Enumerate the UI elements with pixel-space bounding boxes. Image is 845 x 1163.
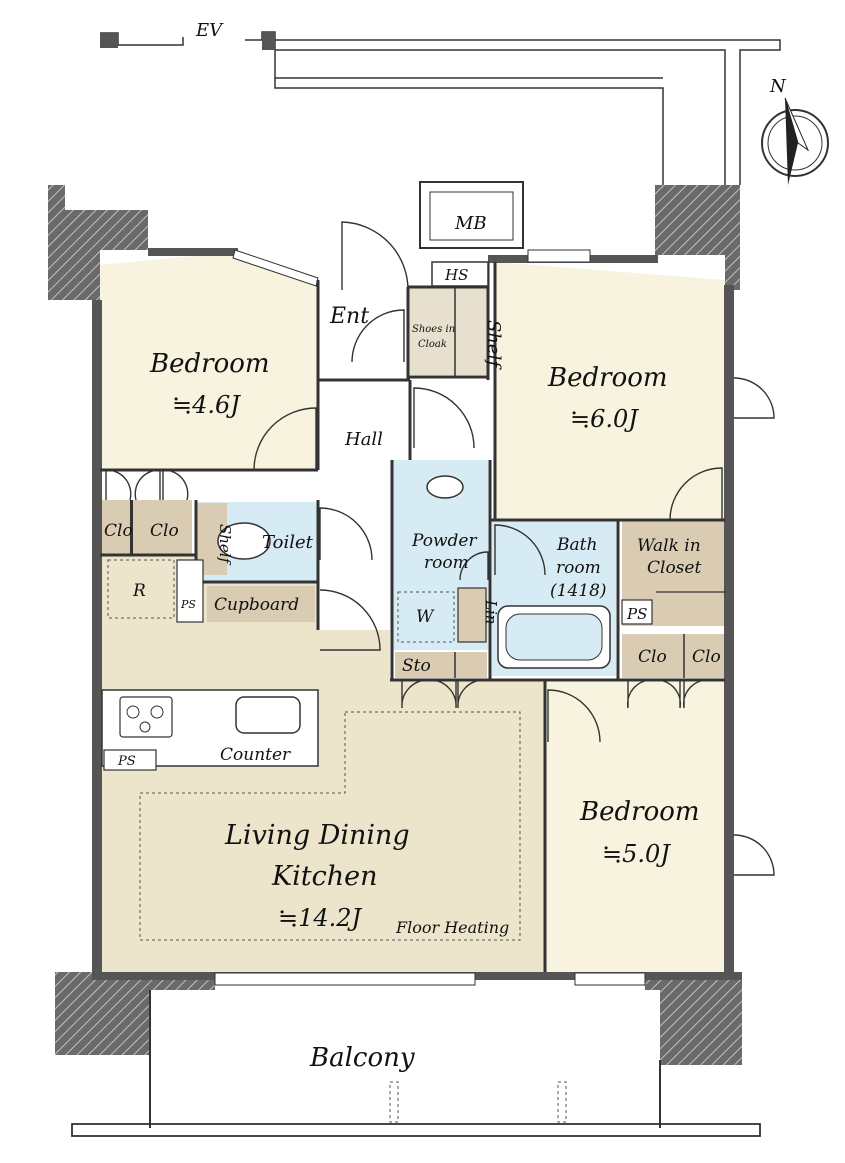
label-walk-in-2: Closet xyxy=(647,558,701,578)
label-ps-1: PS xyxy=(180,598,196,611)
label-bedroom-nw: Bedroom xyxy=(149,349,270,379)
label-ps-2: PS xyxy=(117,754,136,769)
label-counter: Counter xyxy=(220,745,291,765)
ps-box-left xyxy=(176,559,204,623)
label-r: R xyxy=(132,581,146,601)
interior-walls xyxy=(100,262,725,972)
toilet-bowl xyxy=(217,522,271,560)
label-cloak: Cloak xyxy=(418,339,447,350)
label-hall: Hall xyxy=(344,429,383,450)
ps-box-right xyxy=(621,599,653,625)
cupboard-area xyxy=(207,586,315,622)
r-box xyxy=(107,559,175,619)
kitchen-sink xyxy=(235,696,301,734)
mb-box xyxy=(419,181,524,249)
balcony-area xyxy=(150,990,660,1128)
window-bedroom-se xyxy=(574,972,646,986)
label-shoes-in: Shoes in xyxy=(412,324,455,335)
wall-north-bedroom-nw xyxy=(148,248,238,256)
north-label: N xyxy=(769,76,787,97)
label-mb: MB xyxy=(454,213,487,234)
north-compass: N xyxy=(761,76,829,185)
label-clo-2: Clo xyxy=(150,521,179,541)
bedroom-se xyxy=(545,682,725,972)
floor-heating-zone xyxy=(139,711,521,941)
bathtub-inner xyxy=(505,613,603,661)
compass-ring-inner xyxy=(767,115,823,171)
burner-1 xyxy=(126,705,140,719)
label-bedroom-nw-size: ≒4.6J xyxy=(172,391,241,419)
clo-se-area xyxy=(622,634,726,678)
label-balcony: Balcony xyxy=(309,1043,415,1073)
stove xyxy=(119,696,173,738)
compass-arrow-dark xyxy=(785,98,798,185)
wall-northwest-hatched xyxy=(48,185,148,300)
label-lin: Lin xyxy=(482,599,500,624)
corridor-lines xyxy=(100,31,781,185)
label-bath-2: room xyxy=(556,558,601,578)
label-sto: Sto xyxy=(402,656,431,676)
label-ev: EV xyxy=(195,20,224,41)
label-ldk-1: Living Dining xyxy=(224,820,410,851)
label-toilet: Toilet xyxy=(262,532,314,553)
label-w: W xyxy=(416,607,435,627)
burner-3 xyxy=(139,721,151,733)
label-shelf-toilet: Shelf xyxy=(216,524,234,566)
label-walk-in-1: Walk in xyxy=(637,536,701,556)
hs-box xyxy=(431,261,489,287)
bedroom-nw xyxy=(100,252,318,470)
sink-bowl xyxy=(426,475,464,499)
label-cupboard: Cupboard xyxy=(214,595,299,615)
washer-box xyxy=(397,591,455,643)
lin-box xyxy=(457,587,487,643)
wall-southeast-hatched xyxy=(645,972,742,1065)
label-shelf-entry: Shelf xyxy=(483,320,504,370)
label-bedroom-se-size: ≒5.0J xyxy=(602,840,671,868)
label-powder-room-2: room xyxy=(424,553,469,573)
closet-nw-divider xyxy=(130,500,133,556)
label-bath-1: Bath xyxy=(556,535,597,555)
label-bath-3: (1418) xyxy=(550,581,607,601)
label-floor-heating: Floor Heating xyxy=(395,918,509,937)
ev-block-right xyxy=(262,32,275,50)
label-clo-3: Clo xyxy=(638,647,667,667)
bedroom-ne xyxy=(495,262,725,520)
label-clo-4: Clo xyxy=(692,647,721,667)
burner-2 xyxy=(150,705,164,719)
clo-nw-area xyxy=(102,500,192,556)
label-ldk-size: ≒14.2J xyxy=(278,904,363,932)
ps-box-kitchen xyxy=(103,749,157,771)
label-hs: HS xyxy=(444,266,468,284)
wall-southwest-hatched xyxy=(55,972,215,1055)
label-ldk-2: Kitchen xyxy=(271,861,378,892)
label-bedroom-ne: Bedroom xyxy=(547,363,668,393)
label-bedroom-se: Bedroom xyxy=(579,797,700,827)
label-bedroom-ne-size: ≒6.0J xyxy=(570,405,639,433)
living-dining-kitchen xyxy=(100,555,545,972)
shelf-entry-area xyxy=(408,287,488,375)
ev-block-left xyxy=(100,33,118,48)
wall-northeast-hatched xyxy=(655,185,740,290)
label-clo-1: Clo xyxy=(104,521,133,541)
compass-arrow-light xyxy=(784,97,810,152)
wall-east xyxy=(724,285,734,975)
window-bedroom-nw xyxy=(232,249,319,287)
window-bedroom-ne xyxy=(527,249,591,263)
label-powder-room-1: Powder xyxy=(411,531,477,551)
balcony-edge xyxy=(71,1123,761,1137)
wall-west xyxy=(92,300,102,975)
mb-inner xyxy=(429,191,514,241)
label-ent: Ent xyxy=(329,304,369,329)
window-ldk xyxy=(214,972,476,986)
doors xyxy=(105,221,775,876)
entrance xyxy=(318,290,408,380)
sto-area xyxy=(395,652,487,678)
label-ps-3: PS xyxy=(626,605,647,623)
